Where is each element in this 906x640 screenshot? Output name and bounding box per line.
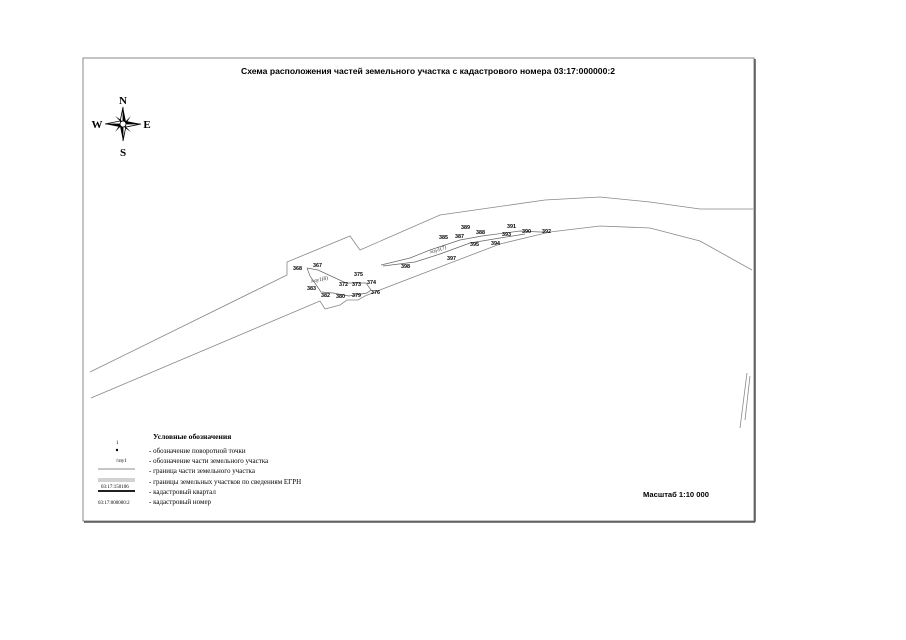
point-label-392: 392 <box>542 229 551 235</box>
point-label-383: 383 <box>307 286 316 292</box>
legend-point-icon <box>115 448 119 452</box>
point-label-368: 368 <box>293 266 302 272</box>
compass-rose-icon <box>104 106 142 142</box>
point-label-397: 397 <box>447 256 456 262</box>
part-8-boundary <box>306 267 372 297</box>
map-title: Схема расположения частей земельного уча… <box>241 66 615 76</box>
compass-south: S <box>120 147 126 159</box>
point-label-389: 389 <box>461 225 470 231</box>
point-label-398: 398 <box>401 264 410 270</box>
point-label-375: 375 <box>354 272 363 278</box>
point-label-379: 379 <box>352 293 361 299</box>
point-label-380: 380 <box>336 294 345 300</box>
point-label-387: 387 <box>455 234 464 240</box>
road-segment-east-2 <box>744 375 751 421</box>
map-frame <box>82 57 755 522</box>
compass-east: E <box>143 119 150 131</box>
parcel-boundaries <box>89 196 753 429</box>
road-segment-east <box>739 372 748 429</box>
point-label-390: 390 <box>522 229 531 235</box>
point-label-373: 373 <box>352 282 361 288</box>
point-label-388: 388 <box>476 230 485 236</box>
point-label-382: 382 <box>321 293 330 299</box>
compass-west: W <box>92 119 103 131</box>
legend-item-egrn: - границы земельных участков по сведения… <box>149 478 301 486</box>
legend-item-quarter: - кадастровый квартал <box>149 488 216 496</box>
legend-point-sample-label: 1 <box>116 441 119 446</box>
point-label-372: 372 <box>339 282 348 288</box>
part-7-boundary <box>380 230 545 266</box>
legend-part-sample: /чзу1 <box>116 459 127 464</box>
compass-north: N <box>119 95 127 107</box>
legend-item-cadnum: - кадастровый номер <box>149 498 212 506</box>
part-boundaries <box>306 230 545 297</box>
parcel-boundary-south <box>90 225 753 399</box>
point-label-394: 394 <box>491 241 500 247</box>
part-label-7: /чзу1(7) <box>428 244 448 256</box>
point-label-391: 391 <box>507 224 516 230</box>
scale-label: Масштаб 1:10 000 <box>643 490 709 499</box>
legend-item-point: - обозначение поворотной точки <box>149 447 246 455</box>
point-label-395: 395 <box>470 242 479 248</box>
point-label-367: 367 <box>313 263 322 269</box>
legend-item-part-boundary: - граница части земельного участка <box>149 467 256 475</box>
legend-item-part: - обозначение части земельного участка <box>149 457 269 465</box>
legend-quarter-sample: 03:17:150106 <box>101 485 129 490</box>
legend-cadnum-sample: 03:17:000000:2 <box>98 501 130 506</box>
legend-title: Условные обозначения <box>153 432 231 441</box>
point-label-385: 385 <box>439 235 448 241</box>
parcel-boundary-north <box>89 196 753 373</box>
part-label-8: /чзу1(8) <box>309 274 329 285</box>
point-label-374: 374 <box>367 280 376 286</box>
point-label-393: 393 <box>502 232 511 238</box>
point-label-376: 376 <box>371 290 380 296</box>
part-7-boundary-2 <box>382 233 526 267</box>
